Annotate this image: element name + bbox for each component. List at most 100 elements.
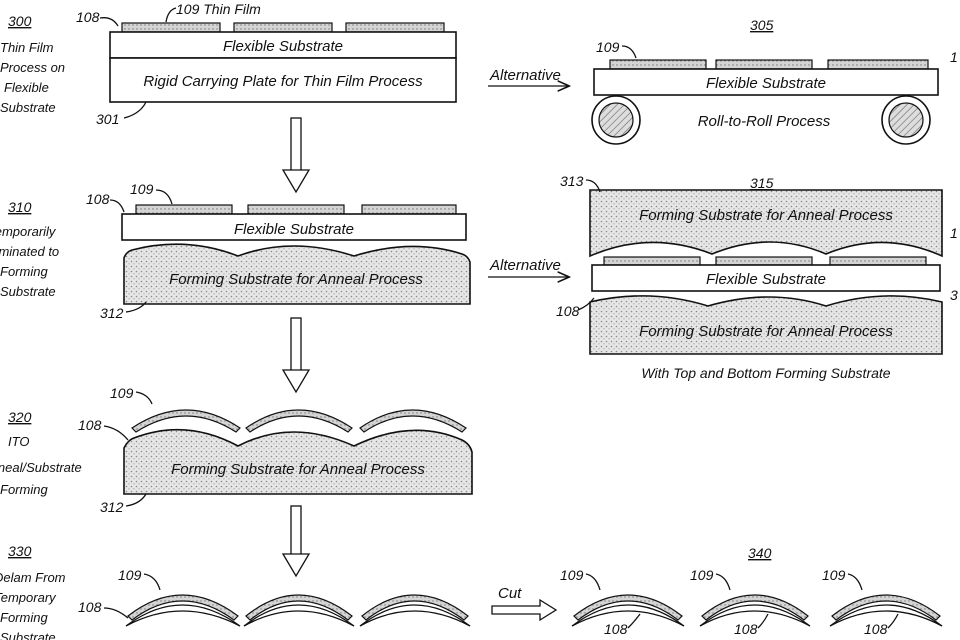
- roll-to-roll-text: Roll-to-Roll Process: [698, 113, 831, 130]
- flexible-substrate-text: Flexible Substrate: [706, 75, 826, 92]
- ref-108: 108: [604, 621, 628, 637]
- svg-text:315: 315: [750, 175, 774, 191]
- cut-arrow: Cut: [491, 585, 558, 622]
- ref-1: 1: [950, 225, 958, 241]
- alternative-label: Alternative: [489, 257, 561, 274]
- curved-substrate: [359, 604, 471, 627]
- rigid-plate-layer: [109, 57, 457, 103]
- ref-312: 312: [100, 499, 124, 515]
- step-300-stack: Flexible Substrate Rigid Carrying Plate …: [76, 1, 457, 127]
- step-310-stack: Flexible Substrate Forming Substrate for…: [86, 181, 471, 321]
- thin-film-segment: [827, 59, 929, 70]
- svg-text:300: 300: [8, 13, 32, 29]
- thin-film-segment: [829, 256, 927, 266]
- ref-109: 109: [560, 567, 584, 583]
- svg-text:305: 305: [750, 17, 774, 33]
- svg-text:Forming: Forming: [0, 610, 48, 625]
- svg-text:Delam From: Delam From: [0, 570, 66, 585]
- thin-film-segment: [603, 256, 701, 266]
- step-310-label: 310 Temporarily Laminated to Forming Sub…: [0, 199, 59, 299]
- ref-109: 109: [596, 39, 620, 55]
- svg-text:340: 340: [748, 545, 772, 561]
- curved-substrate: [125, 604, 241, 627]
- ref-108: 108: [556, 303, 580, 319]
- alternative-label: Alternative: [489, 67, 561, 84]
- svg-text:Substrate: Substrate: [0, 284, 56, 299]
- ref-313: 313: [560, 173, 584, 189]
- svg-text:Temporarily: Temporarily: [0, 224, 57, 239]
- forming-substrate: [123, 243, 471, 305]
- ref-1: 1: [950, 49, 958, 65]
- ref-109: 109: [110, 385, 134, 401]
- thin-film-segment: [361, 204, 457, 215]
- step-300-label: 300 Thin Film Process on Flexible Substr…: [0, 13, 65, 115]
- down-arrow: [281, 505, 311, 578]
- curved-film: [573, 594, 683, 621]
- curved-substrate: [829, 604, 943, 627]
- top-forming-substrate: [589, 189, 943, 258]
- top-bottom-caption: With Top and Bottom Forming Substrate: [641, 365, 890, 381]
- ref-312: 312: [100, 305, 124, 321]
- thin-film-segment: [247, 204, 345, 215]
- bottom-forming-substrate: [589, 295, 943, 355]
- ref-108: 108: [864, 621, 888, 637]
- step-330-label: 330 Delam From Temporary Forming Substra…: [0, 543, 66, 640]
- thin-film-segment: [233, 22, 333, 33]
- flexible-substrate-layer: [593, 68, 939, 96]
- svg-text:320: 320: [8, 409, 32, 425]
- ref-108: 108: [78, 417, 102, 433]
- svg-text:Process on: Process on: [0, 60, 65, 75]
- curved-film: [361, 594, 469, 621]
- flexible-substrate-text: Flexible Substrate: [234, 221, 354, 238]
- thin-film-segment: [345, 22, 445, 33]
- thin-film-segment: [135, 204, 233, 215]
- forming-substrate: [123, 428, 473, 495]
- step-305-stack: 305 Alternative Flexible Substrate Roll-…: [488, 17, 958, 145]
- step-330-stack: 109 108: [78, 567, 471, 627]
- curved-film: [245, 409, 353, 433]
- thin-film-segment: [609, 59, 707, 70]
- ref-109: 109: [822, 567, 846, 583]
- svg-text:Flexible: Flexible: [4, 80, 49, 95]
- ref-301: 301: [96, 111, 119, 127]
- ref-109: 109: [690, 567, 714, 583]
- curved-film: [131, 409, 241, 433]
- cut-label: Cut: [498, 585, 522, 602]
- ref-108: 108: [78, 599, 102, 615]
- ref-108: 108: [734, 621, 758, 637]
- forming-substrate-text: Forming Substrate for Anneal Process: [169, 271, 423, 288]
- down-arrow: [281, 317, 311, 394]
- svg-text:330: 330: [8, 543, 32, 559]
- curved-film: [831, 594, 941, 621]
- flexible-substrate-layer: [121, 213, 467, 241]
- svg-text:Thin Film: Thin Film: [0, 40, 54, 55]
- step-320-stack: Forming Substrate for Anneal Process 109…: [78, 385, 473, 515]
- svg-text:310: 310: [8, 199, 32, 215]
- thin-film-segment: [121, 22, 221, 33]
- curved-substrate: [699, 604, 811, 627]
- ref-108: 108: [76, 9, 100, 25]
- curved-substrate: [243, 604, 355, 627]
- svg-text:Substrate: Substrate: [0, 100, 56, 115]
- flexible-substrate-layer: [109, 31, 457, 59]
- down-arrow: [281, 117, 311, 194]
- thin-film-segment: [715, 59, 813, 70]
- ref-109: 109: [118, 567, 142, 583]
- flexible-substrate-text: Flexible Substrate: [706, 271, 826, 288]
- svg-text:Laminated to: Laminated to: [0, 244, 59, 259]
- curved-substrate: [571, 604, 685, 627]
- rigid-plate-text: Rigid Carrying Plate for Thin Film Proce…: [143, 73, 423, 90]
- ref-109: 109: [130, 181, 154, 197]
- flexible-substrate-text: Flexible Substrate: [223, 38, 343, 55]
- step-340-stack: 340 109 109 109 108 108 108: [560, 545, 943, 637]
- svg-text:Forming: Forming: [0, 264, 48, 279]
- flexible-substrate-layer: [591, 264, 941, 292]
- forming-substrate-text: Forming Substrate for Anneal Process: [639, 323, 893, 340]
- ref-108: 108: [86, 191, 110, 207]
- svg-text:ITO: ITO: [8, 434, 29, 449]
- ref-3: 3: [950, 287, 958, 303]
- svg-text:Anneal/Substrate: Anneal/Substrate: [0, 460, 82, 475]
- svg-text:Forming: Forming: [0, 482, 48, 497]
- forming-substrate-text: Forming Substrate for Anneal Process: [639, 207, 893, 224]
